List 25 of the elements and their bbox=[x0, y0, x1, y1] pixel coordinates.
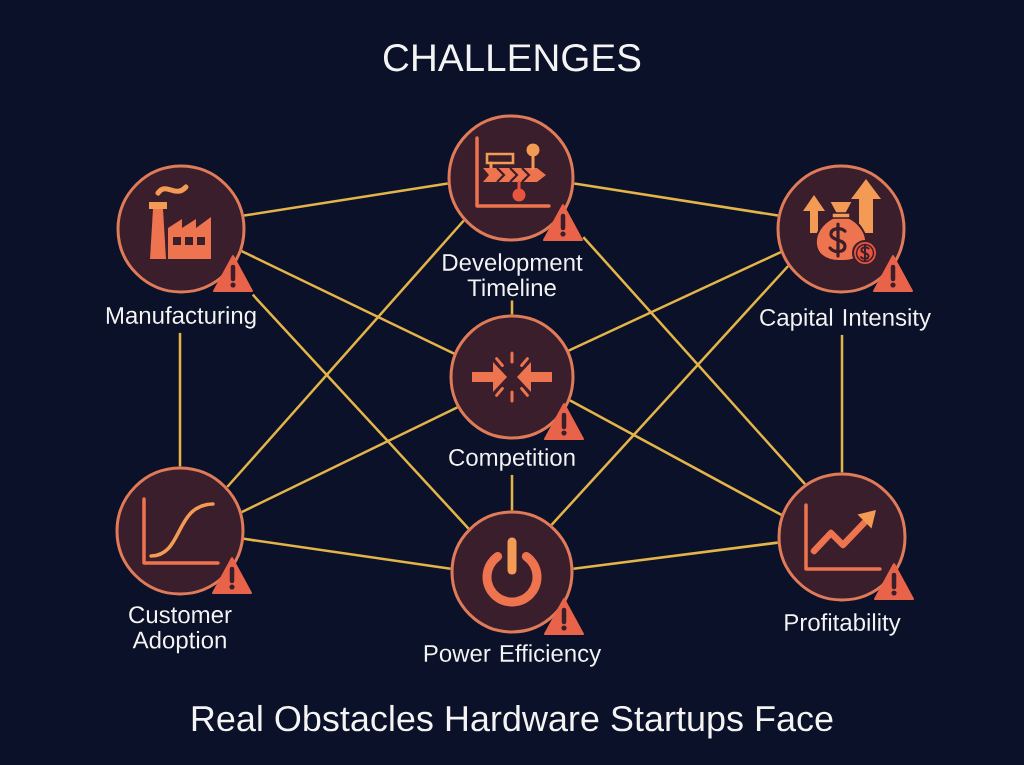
node-label: Profitability bbox=[785, 613, 901, 636]
connector-line bbox=[573, 541, 778, 571]
connector-line bbox=[510, 300, 514, 315]
node-label: Competition bbox=[449, 448, 575, 471]
connector-line bbox=[241, 249, 455, 355]
connector-line bbox=[840, 334, 844, 473]
connector-line bbox=[569, 399, 782, 517]
node-label: Development Timeline bbox=[443, 253, 583, 297]
node-label: Customer Adoption bbox=[129, 606, 232, 654]
connector-line bbox=[226, 219, 465, 488]
connector-line bbox=[241, 406, 458, 514]
connector-line bbox=[178, 332, 182, 467]
connector-line bbox=[251, 293, 470, 530]
node-label: Manufacturing bbox=[106, 306, 256, 329]
connector-line bbox=[510, 474, 514, 511]
connector-line bbox=[243, 537, 451, 571]
connector-line bbox=[582, 236, 806, 486]
connector-line bbox=[243, 182, 448, 217]
node-label: Power Efficiency bbox=[424, 644, 602, 667]
connector-line bbox=[550, 265, 790, 526]
title: CHALLENGES bbox=[383, 44, 641, 72]
node-label: Capital Intensity bbox=[760, 308, 931, 331]
connector-line bbox=[574, 182, 779, 217]
connector-line bbox=[568, 250, 782, 352]
caption: Real Obstacles Hardware Startups Face bbox=[192, 704, 833, 739]
